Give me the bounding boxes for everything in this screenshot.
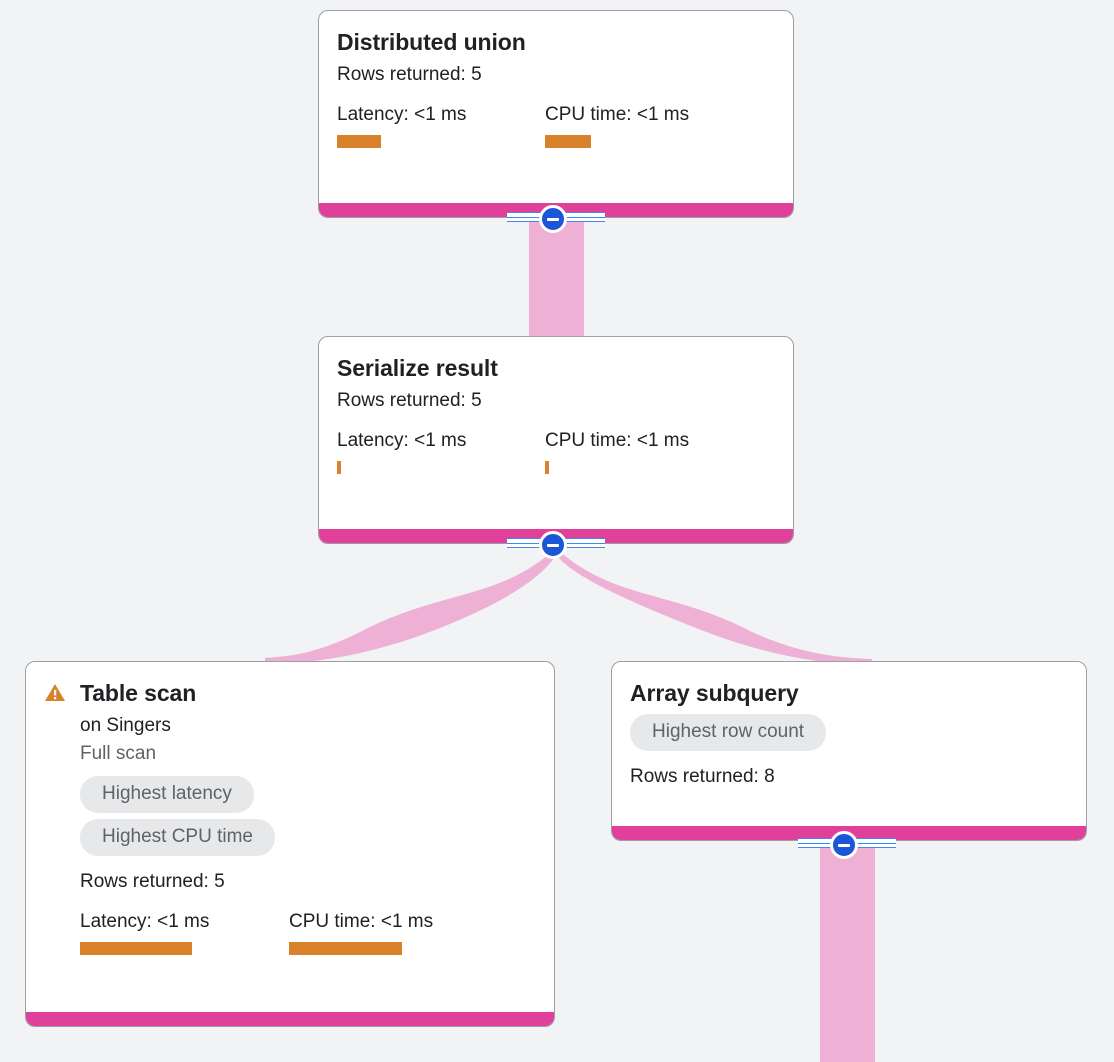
node-body: Table scan on Singers Full scan Highest …: [26, 662, 554, 1012]
edge-array-subquery-to-child: [820, 841, 875, 1062]
cpu-time-bar: [545, 135, 591, 148]
latency-label: Latency: <1 ms: [80, 911, 210, 932]
node-title: Array subquery: [630, 680, 799, 706]
node-array-subquery[interactable]: Array subquery Highest row count Rows re…: [611, 661, 1087, 841]
node-distributed-union[interactable]: Distributed union Rows returned: 5 Laten…: [318, 10, 794, 218]
node-body: Distributed union Rows returned: 5 Laten…: [319, 11, 793, 203]
cpu-time-bar: [289, 942, 402, 955]
node-content: Array subquery Highest row count Rows re…: [630, 680, 1068, 790]
node-title: Table scan: [80, 680, 197, 706]
node-title: Serialize result: [337, 355, 498, 381]
toggle-serialize-result[interactable]: [507, 531, 605, 559]
edge-serialize-result-to-table-scan: [265, 548, 558, 664]
status-badge: Highest CPU time: [80, 819, 275, 856]
minus-circle-icon[interactable]: [830, 831, 858, 859]
cpu-metric: CPU time: <1 ms: [545, 104, 689, 148]
latency-label: Latency: <1 ms: [337, 430, 467, 451]
edge-serialize-result-to-array-subquery: [554, 548, 872, 665]
node-content: Distributed union Rows returned: 5 Laten…: [337, 29, 775, 148]
minus-circle-icon[interactable]: [539, 531, 567, 559]
badge-list: Highest row count: [630, 714, 827, 757]
warning-triangle-icon: [44, 682, 66, 704]
latency-bar: [337, 461, 341, 474]
toggle-array-subquery[interactable]: [798, 831, 896, 859]
latency-bar: [337, 135, 381, 148]
badge-list: Highest latency Highest CPU time: [80, 776, 275, 862]
latency-label: Latency: <1 ms: [337, 104, 467, 125]
node-content: Serialize result Rows returned: 5 Latenc…: [337, 355, 775, 474]
node-title-row: Table scan on Singers Full scan Highest …: [44, 680, 536, 955]
cpu-time-label: CPU time: <1 ms: [289, 911, 434, 932]
node-title-row: Serialize result Rows returned: 5 Latenc…: [337, 355, 775, 474]
latency-metric: Latency: <1 ms: [337, 104, 545, 148]
cpu-time-bar: [545, 461, 549, 474]
node-serialize-result[interactable]: Serialize result Rows returned: 5 Latenc…: [318, 336, 794, 544]
node-title-row: Array subquery Highest row count Rows re…: [630, 680, 1068, 790]
node-title-row: Distributed union Rows returned: 5 Laten…: [337, 29, 775, 148]
rows-returned: Rows returned: 8: [630, 766, 775, 787]
latency-bar: [80, 942, 192, 955]
node-target: on Singers: [80, 715, 171, 736]
node-body: Serialize result Rows returned: 5 Latenc…: [319, 337, 793, 529]
node-body: Array subquery Highest row count Rows re…: [612, 662, 1086, 826]
latency-metric: Latency: <1 ms: [337, 430, 545, 474]
status-badge: Highest row count: [630, 714, 827, 751]
cpu-metric: CPU time: <1 ms: [545, 430, 689, 474]
node-content: Table scan on Singers Full scan Highest …: [80, 680, 536, 955]
rows-returned: Rows returned: 5: [337, 64, 482, 85]
cpu-time-label: CPU time: <1 ms: [545, 430, 690, 451]
metrics-row: Latency: <1 ms CPU time: <1 ms: [337, 104, 775, 148]
metrics-row: Latency: <1 ms CPU time: <1 ms: [80, 911, 536, 955]
node-table-scan[interactable]: Table scan on Singers Full scan Highest …: [25, 661, 555, 1027]
latency-metric: Latency: <1 ms: [80, 911, 289, 955]
minus-circle-icon[interactable]: [539, 205, 567, 233]
node-accent-bar: [26, 1012, 554, 1026]
rows-returned: Rows returned: 5: [80, 871, 225, 892]
cpu-time-label: CPU time: <1 ms: [545, 104, 690, 125]
metrics-row: Latency: <1 ms CPU time: <1 ms: [337, 430, 775, 474]
cpu-metric: CPU time: <1 ms: [289, 911, 433, 955]
status-badge: Highest latency: [80, 776, 254, 813]
toggle-distributed-union[interactable]: [507, 205, 605, 233]
rows-returned: Rows returned: 5: [337, 390, 482, 411]
node-scan-type: Full scan: [80, 743, 157, 764]
node-title: Distributed union: [337, 29, 526, 55]
